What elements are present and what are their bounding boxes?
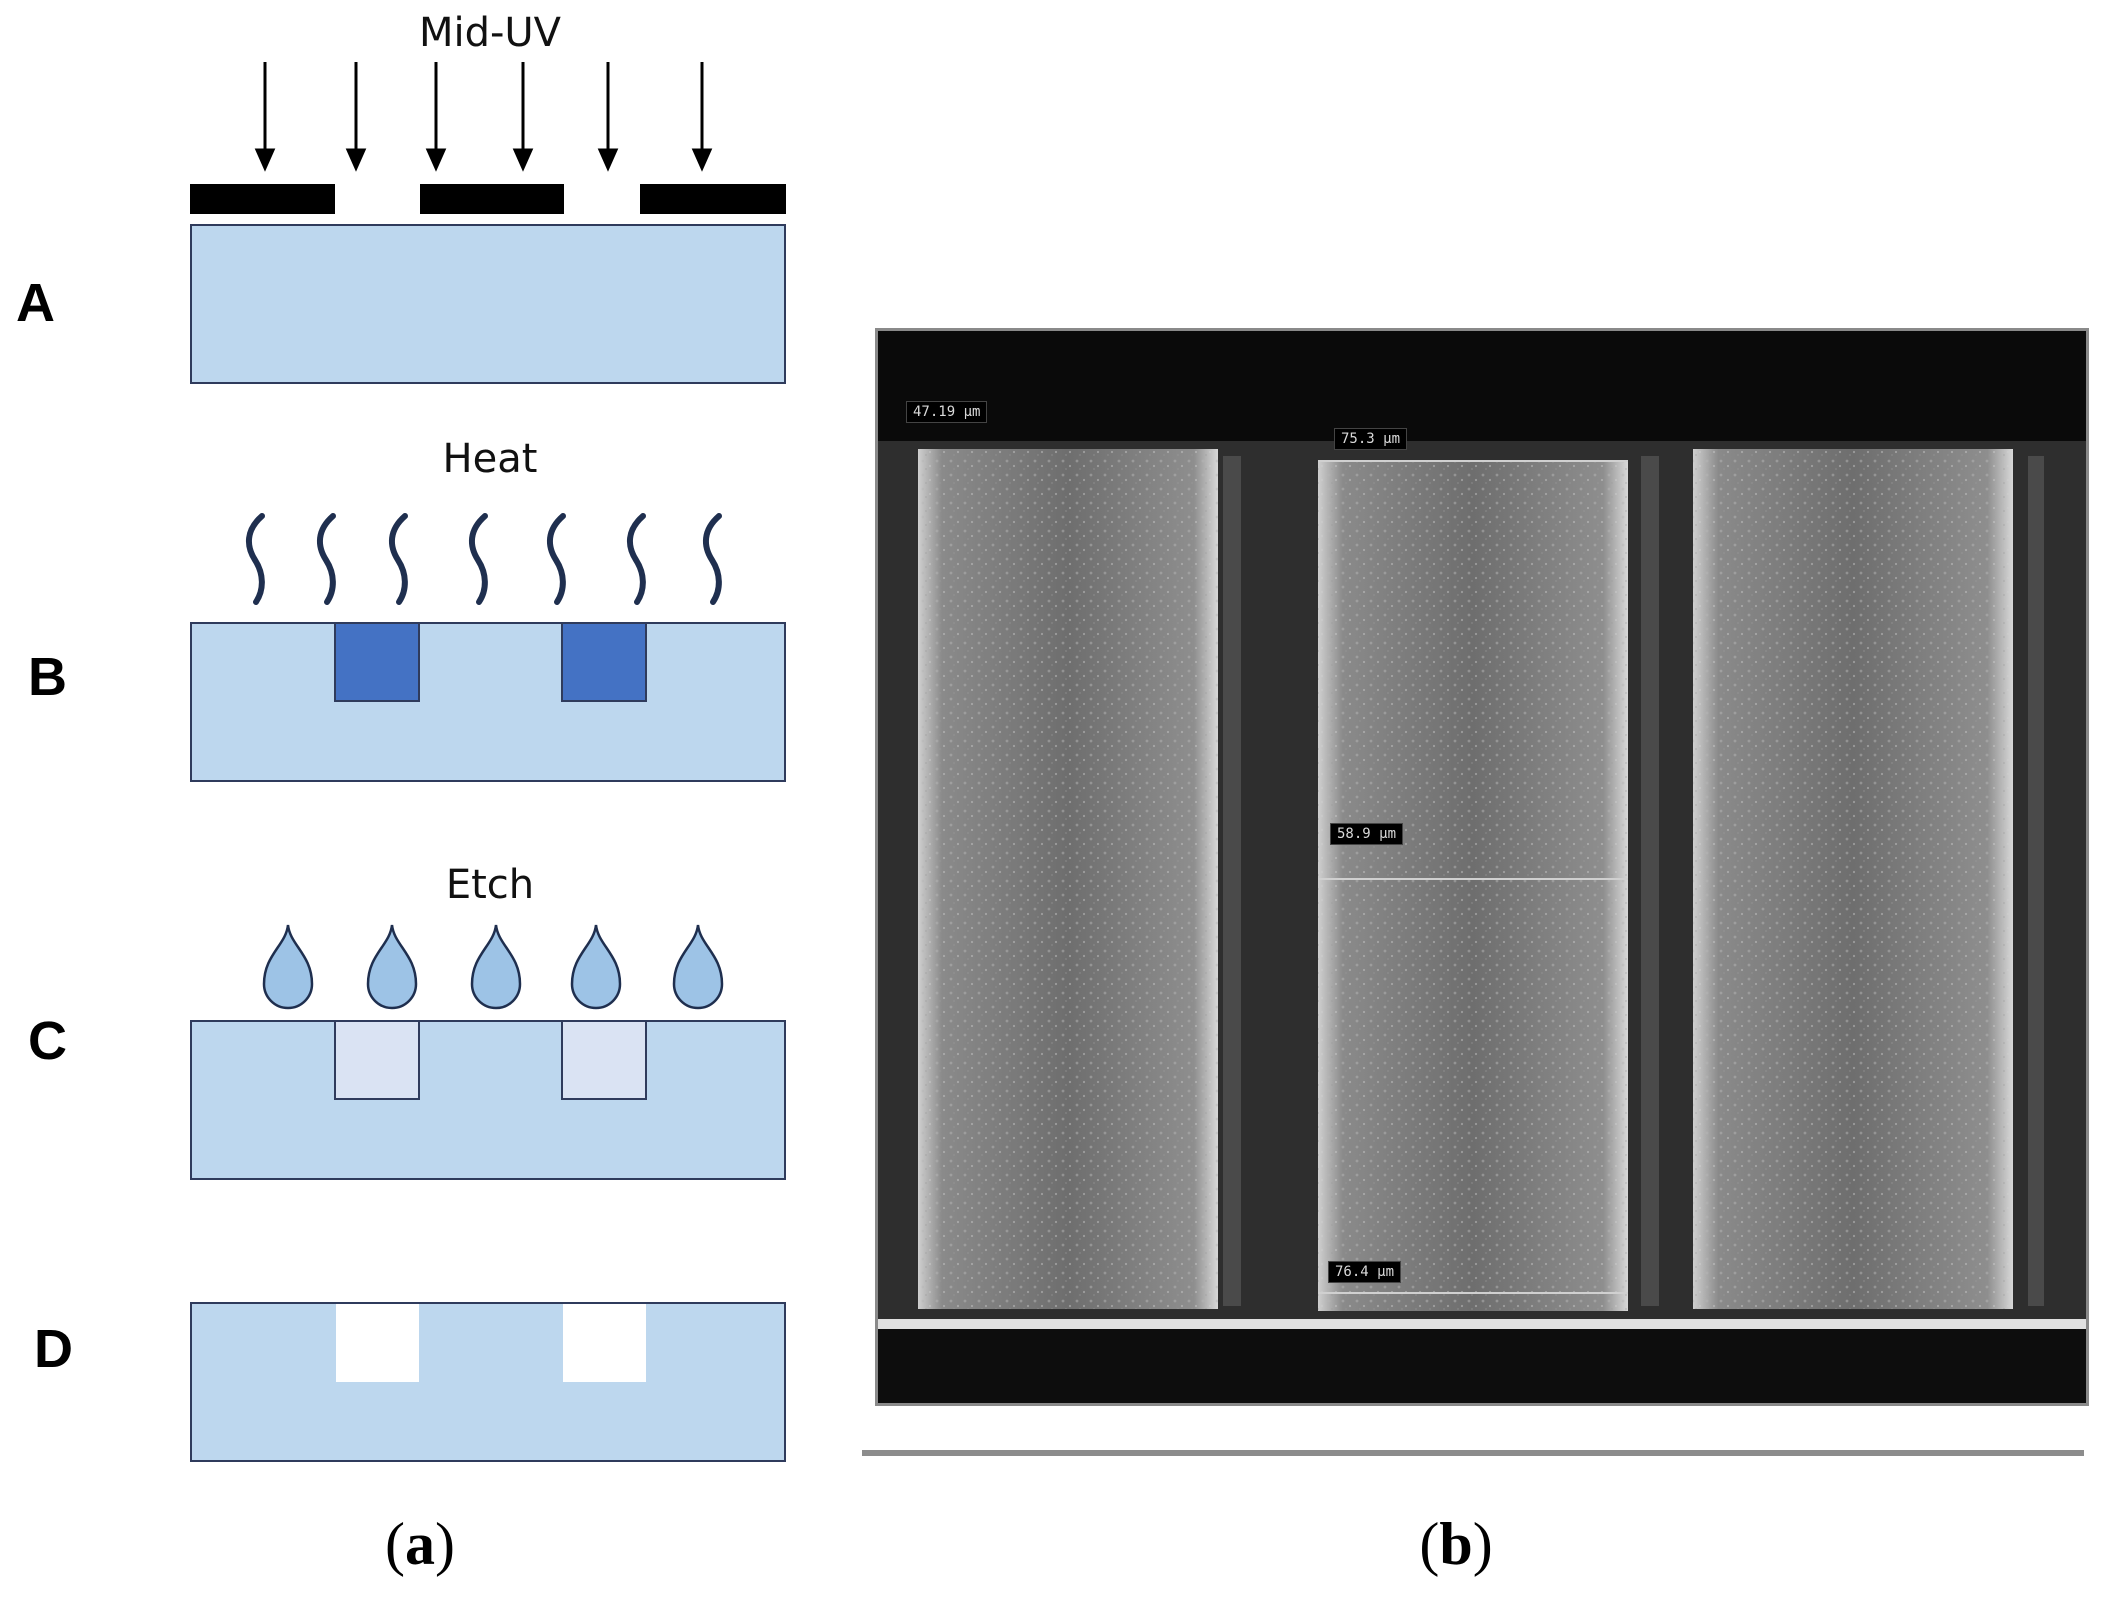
panel-a: Mid-UV A Heat B Etch [0, 0, 820, 1599]
step-letter-c: C [28, 1011, 67, 1071]
step-letter-b: B [28, 647, 67, 707]
sem-micrograph: 47.19 µm 75.3 µm 58.9 µm 76.4 µm [875, 328, 2089, 1406]
uv-arrows [254, 62, 713, 172]
heat-wave-icon [703, 513, 722, 605]
etchant-droplets [262, 924, 724, 1010]
measurement-label: 47.19 µm [906, 401, 988, 423]
etched-channel [336, 1304, 419, 1382]
substrate [190, 224, 786, 384]
photomask-segment [420, 184, 564, 214]
down-arrow-icon [254, 62, 276, 172]
droplet-icon [262, 924, 314, 1010]
panel-label-b: (b) [1419, 1511, 1493, 1577]
substrate [190, 1020, 786, 1180]
measurement-label: 58.9 µm [1330, 823, 1404, 845]
process-label-etch: Etch [445, 862, 535, 908]
photomask-segment [190, 184, 335, 214]
process-label-heat: Heat [442, 436, 538, 482]
down-arrow-icon [597, 62, 619, 172]
down-arrow-icon [345, 62, 367, 172]
heat-wave-icon [469, 513, 488, 605]
substrate [190, 622, 786, 782]
heat-wave-icon [627, 513, 646, 605]
panel-label-a: (a) [385, 1511, 455, 1577]
exposed-region [334, 622, 420, 702]
divider-line [862, 1450, 2084, 1456]
droplet-icon [366, 924, 418, 1010]
down-arrow-icon [691, 62, 713, 172]
measurement-label: 76.4 µm [1328, 1261, 1402, 1283]
heat-wave-icon [547, 513, 566, 605]
measurement-label: 75.3 µm [1334, 428, 1408, 450]
step-letter-a: A [16, 273, 55, 333]
step-letter-d: D [34, 1319, 73, 1379]
etched-channel [563, 1304, 646, 1382]
exposed-region [561, 622, 647, 702]
etching-region [561, 1020, 647, 1100]
droplet-icon [470, 924, 522, 1010]
down-arrow-icon [512, 62, 534, 172]
etching-region [334, 1020, 420, 1100]
heat-wave-icon [389, 513, 408, 605]
droplet-icon [672, 924, 724, 1010]
photomask-segment [640, 184, 786, 214]
sem-image [878, 331, 2086, 1403]
heat-wave-icon [246, 513, 265, 605]
process-label-mid-uv: Mid-UV [418, 10, 562, 56]
substrate [190, 1302, 786, 1462]
droplet-icon [570, 924, 622, 1010]
heat-waves [246, 513, 722, 605]
heat-wave-icon [317, 513, 336, 605]
down-arrow-icon [425, 62, 447, 172]
